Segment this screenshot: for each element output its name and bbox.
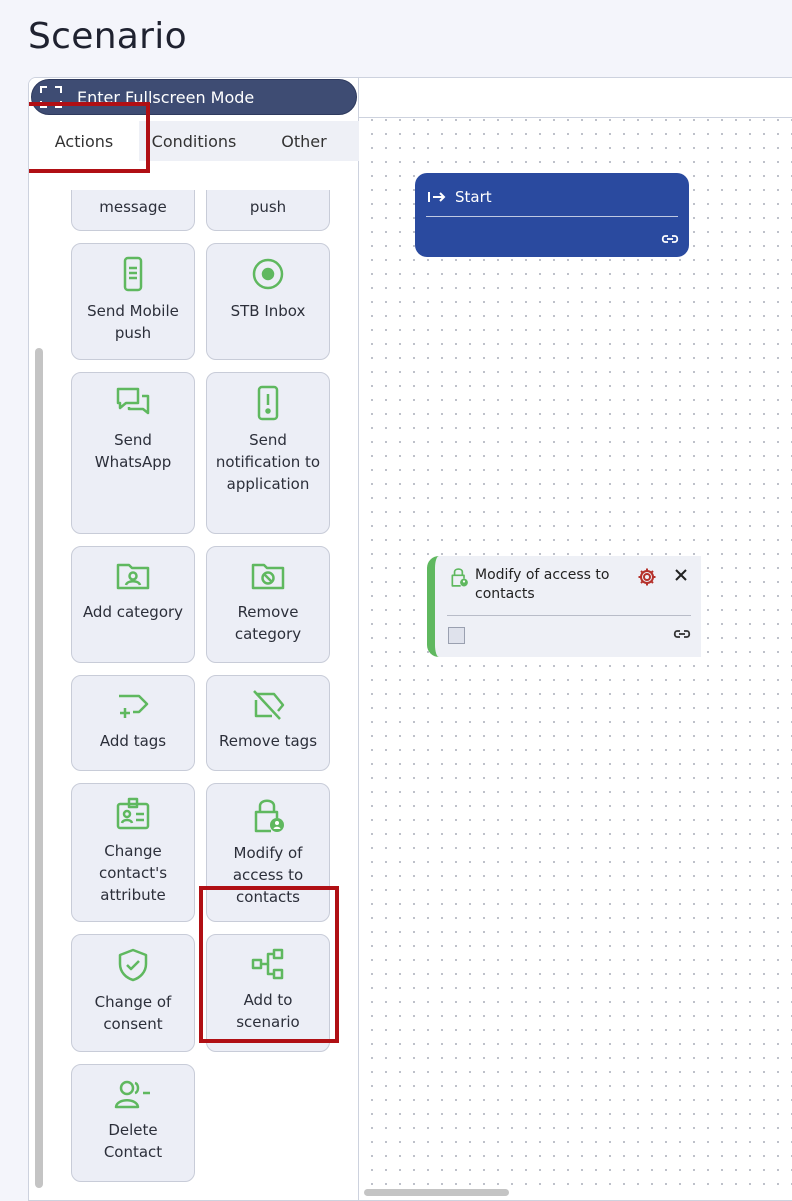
lock-user-icon <box>254 799 284 833</box>
action-card-change-attribute[interactable]: Change contact's attribute <box>71 783 195 922</box>
divider <box>426 216 678 217</box>
vertical-scrollbar[interactable] <box>35 348 43 1188</box>
action-card-label: Remove tags <box>218 732 318 750</box>
scenario-editor: Enter Fullscreen Mode Actions Conditions… <box>28 77 792 1201</box>
action-card-label: Modify of access to contacts <box>232 844 304 906</box>
link-icon[interactable] <box>673 628 691 640</box>
horizontal-scrollbar[interactable] <box>364 1189 509 1196</box>
shield-check-icon <box>118 948 148 982</box>
action-card-label: Change contact's attribute <box>98 842 168 904</box>
chat-bubbles-icon <box>116 387 150 415</box>
action-card-label: Send notification to application <box>215 431 321 493</box>
action-card-label: Send Mobile push <box>87 302 179 342</box>
gear-icon[interactable] <box>637 567 657 587</box>
canvas-toolbar <box>359 78 792 118</box>
close-icon[interactable] <box>673 567 689 583</box>
action-card-stb-inbox[interactable]: STB Inbox <box>206 243 330 360</box>
action-card-label: Add tags <box>99 732 167 750</box>
action-card-send-mobile-push[interactable]: Send Mobile push <box>71 243 195 360</box>
panel-tabs: Actions Conditions Other <box>29 121 359 161</box>
actions-list: message push Send Mobile push STB Inbox <box>29 190 359 1200</box>
action-card-send-whatsapp[interactable]: Send WhatsApp <box>71 372 195 534</box>
link-icon[interactable] <box>661 233 679 245</box>
action-card-push[interactable]: push <box>206 190 330 231</box>
target-circle-icon <box>252 258 284 290</box>
folder-user-icon <box>116 563 150 590</box>
tab-conditions[interactable]: Conditions <box>151 131 237 151</box>
tag-plus-icon <box>119 694 149 718</box>
action-card-label: Send WhatsApp <box>94 431 172 471</box>
action-card-remove-category[interactable]: Remove category <box>206 546 330 663</box>
action-card-label: push <box>249 198 287 216</box>
user-remove-icon <box>114 1080 150 1109</box>
action-card-label: Change of consent <box>94 993 172 1033</box>
action-card-add-tags[interactable]: Add tags <box>71 675 195 771</box>
action-card-label: Add to scenario <box>236 991 300 1031</box>
action-card-add-category[interactable]: Add category <box>71 546 195 663</box>
node-title: Modify of access to contacts <box>475 567 610 602</box>
phone-alert-icon <box>257 385 279 421</box>
start-arrow-icon <box>428 192 446 202</box>
lock-user-icon <box>451 568 468 587</box>
action-card-label: Add category <box>82 603 184 621</box>
scenario-canvas[interactable]: Start Modify of access to contacts <box>359 78 792 1200</box>
start-node-label: Start <box>455 188 492 206</box>
actions-panel: Enter Fullscreen Mode Actions Conditions… <box>29 78 359 1200</box>
fullscreen-label: Enter Fullscreen Mode <box>77 87 255 107</box>
start-node[interactable]: Start <box>415 173 689 257</box>
action-card-delete-contact[interactable]: Delete Contact <box>71 1064 195 1182</box>
fullscreen-icon <box>40 86 62 108</box>
mobile-phone-icon <box>123 256 143 292</box>
action-card-add-to-scenario[interactable]: Add to scenario <box>206 934 330 1052</box>
action-card-modify-access[interactable]: Modify of access to contacts <box>206 783 330 922</box>
action-card-send-notification[interactable]: Send notification to application <box>206 372 330 534</box>
page-title: Scenario <box>28 16 187 57</box>
divider <box>447 615 691 616</box>
flow-hierarchy-icon <box>251 948 284 980</box>
action-card-label: Delete Contact <box>103 1121 163 1161</box>
fullscreen-button[interactable]: Enter Fullscreen Mode <box>31 79 357 115</box>
action-card-label: message <box>99 198 167 216</box>
node-checkbox[interactable] <box>448 627 465 644</box>
modify-access-node[interactable]: Modify of access to contacts <box>427 556 701 657</box>
action-card-change-consent[interactable]: Change of consent <box>71 934 195 1052</box>
action-card-remove-tags[interactable]: Remove tags <box>206 675 330 771</box>
tab-actions[interactable]: Actions <box>29 121 139 161</box>
tab-other[interactable]: Other <box>281 131 327 151</box>
action-card-message[interactable]: message <box>71 190 195 231</box>
action-card-label: STB Inbox <box>230 302 306 320</box>
tag-off-icon <box>253 690 285 720</box>
action-card-label: Remove category <box>234 603 302 643</box>
id-badge-icon <box>116 797 150 830</box>
folder-block-icon <box>251 563 285 590</box>
